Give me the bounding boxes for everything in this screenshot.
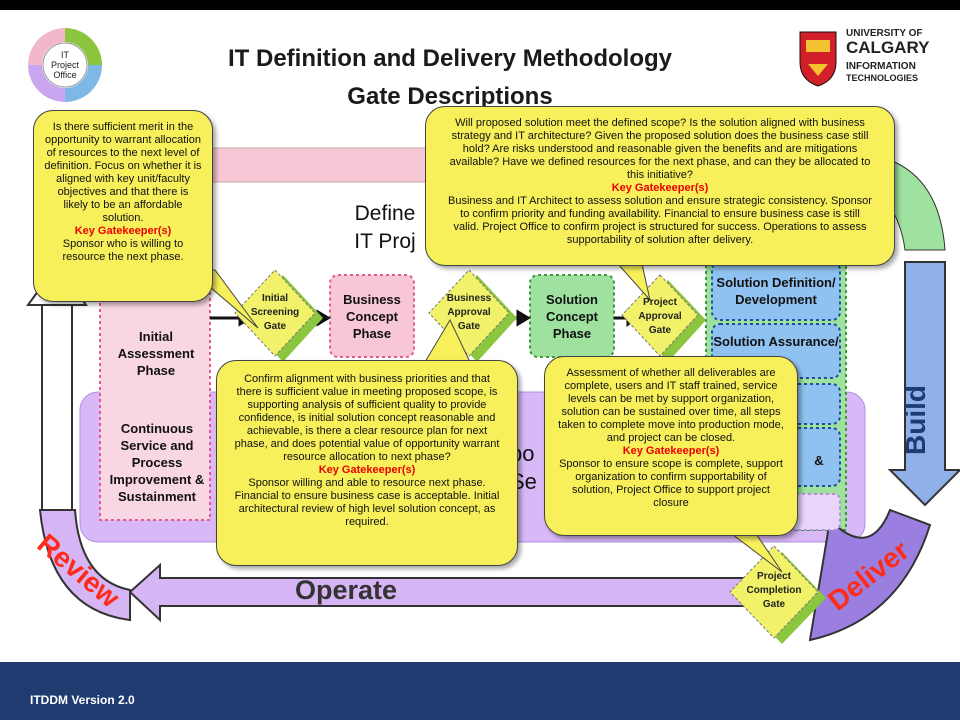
define-label: Define IT Proj: [330, 200, 440, 256]
gate-project-completion[interactable]: Project Completion Gate: [746, 571, 802, 610]
page-title: IT Definition and Delivery Methodology G…: [150, 40, 750, 116]
operate-label: Operate: [295, 575, 398, 605]
define-line-2: IT Proj: [354, 230, 416, 253]
crest-icon: [799, 31, 837, 87]
uni-line-3: INFORMATION: [846, 61, 916, 72]
logo-line-1: IT: [61, 50, 69, 60]
callout-business-body: Confirm alignment with business prioriti…: [234, 373, 500, 463]
phase-solution-assurance[interactable]: Solution Assurance/: [713, 333, 839, 349]
callout-business-keeper: Sponsor willing and able to resource nex…: [234, 477, 500, 528]
university-logo: UNIVERSITY OF CALGARY INFORMATION TECHNO…: [796, 28, 946, 98]
callout-initial-screening: Is there sufficient merit in the opportu…: [33, 110, 213, 302]
gate-project-completion-shape: [729, 545, 826, 644]
phase-solution-concept[interactable]: Solution Concept Phase: [546, 291, 598, 341]
callout-screening-body: Is there sufficient merit in the opportu…: [44, 121, 202, 224]
deliver-arrow-shape: [808, 508, 932, 642]
uni-line-1: UNIVERSITY OF: [846, 28, 923, 39]
gate-initial-screening[interactable]: Initial Screening Gate: [250, 293, 300, 332]
build-label: Build: [900, 385, 931, 455]
uni-line-2: CALGARY: [846, 38, 930, 57]
it-project-office-logo: IT Project Office: [22, 22, 108, 108]
gate-project-approval[interactable]: Project Approval Gate: [638, 297, 682, 336]
callout-project-approval: Will proposed solution meet the defined …: [425, 106, 895, 266]
phase-initial-assessment[interactable]: Initial Assessment Phase: [117, 328, 195, 378]
callout-business-approval: Confirm alignment with business prioriti…: [216, 360, 518, 566]
review-arrow-shape: [38, 509, 131, 622]
title-line-2: Gate Descriptions: [347, 83, 553, 110]
logo-line-2: Project: [50, 60, 79, 70]
title-line-1: IT Definition and Delivery Methodology: [227, 45, 673, 72]
build-arrow: [887, 261, 960, 507]
left-return-line: [41, 299, 73, 511]
callout-completion-key: Key Gatekeeper(s): [622, 445, 720, 457]
phase-solution-definition[interactable]: Solution Definition/ Development: [716, 275, 836, 307]
phase-ampersand: &: [814, 452, 824, 468]
footer-bar: [0, 662, 960, 720]
callout-approval-body: Will proposed solution meet the defined …: [449, 117, 871, 181]
callout-project-completion: Assessment of whether all deliverables a…: [544, 356, 798, 536]
phase-continuous-service[interactable]: Continuous Service and Process Improveme…: [109, 420, 205, 504]
operate-arrow: [128, 562, 801, 623]
callout-approval-keeper: Business and IT Architect to assess solu…: [448, 195, 872, 246]
gate-initial-screening-shape: [234, 269, 323, 362]
gate-business-approval[interactable]: Business Approval Gate: [446, 293, 492, 332]
callout-completion-keeper: Sponsor to ensure scope is complete, sup…: [559, 458, 783, 509]
callout-approval-key: Key Gatekeeper(s): [611, 182, 709, 194]
top-bar: [0, 0, 960, 10]
callout-screening-keeper: Sponsor who is willing to resource the n…: [62, 238, 184, 263]
uni-line-4: TECHNOLOGIES: [846, 73, 919, 83]
phase-business-concept[interactable]: Business Concept Phase: [343, 291, 401, 341]
callout-completion-body: Assessment of whether all deliverables a…: [558, 367, 784, 444]
define-line-1: Define: [354, 202, 416, 225]
business-concept-box: [329, 274, 415, 358]
logo-line-3: Office: [53, 70, 77, 80]
connector-3-head: [516, 309, 531, 327]
callout-business-key: Key Gatekeeper(s): [318, 464, 416, 476]
footer-version: ITDDM Version 2.0: [30, 693, 135, 707]
callout-screening-key: Key Gatekeeper(s): [74, 225, 172, 237]
